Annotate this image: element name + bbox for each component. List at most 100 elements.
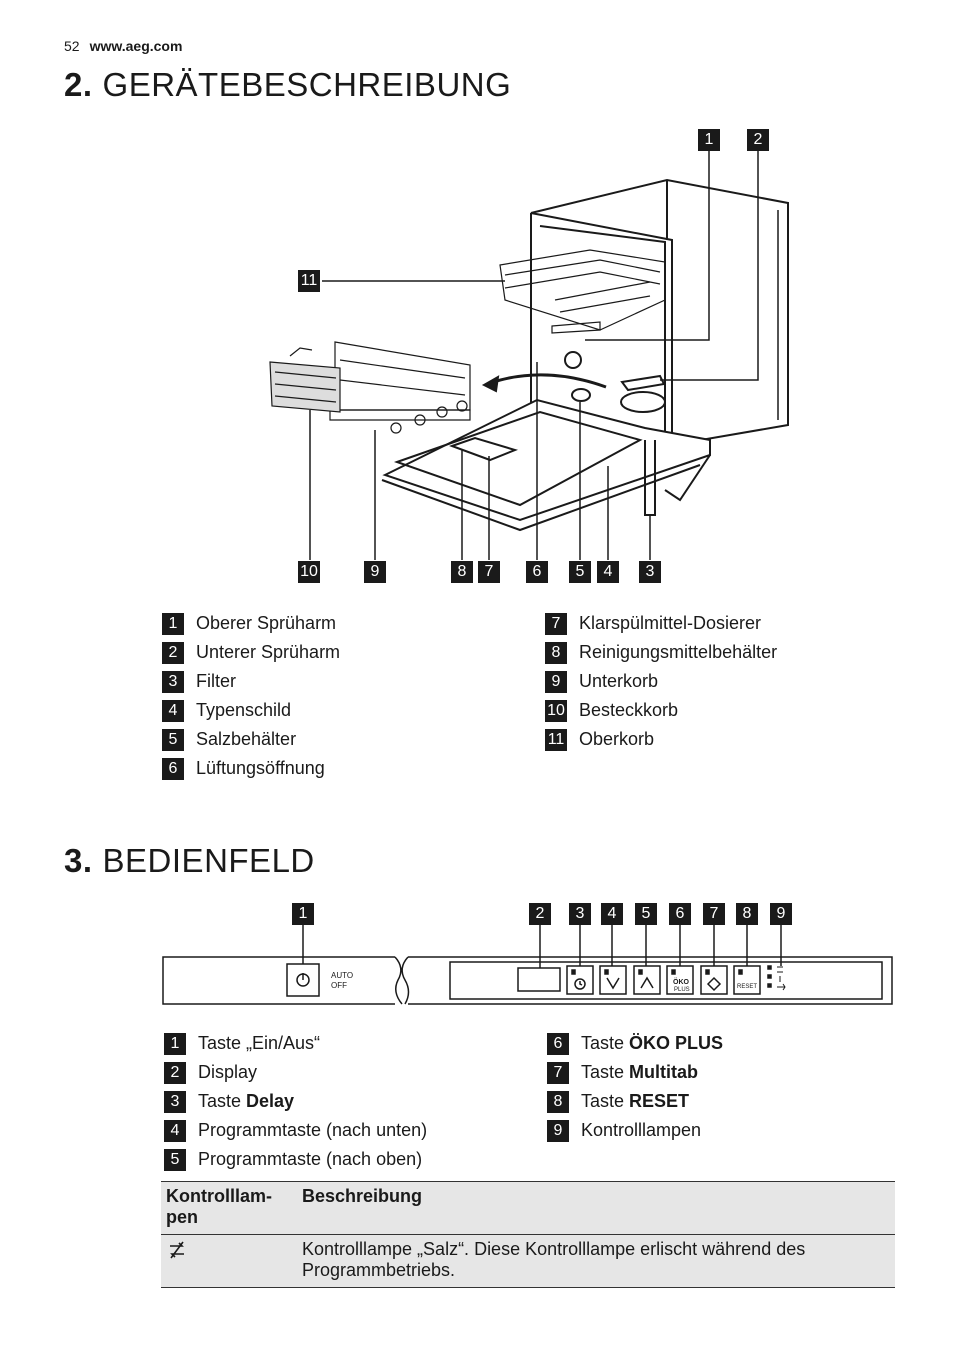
legend-label: Programmtaste (nach oben) [198, 1149, 423, 1169]
page-header: 52 www.aeg.com [64, 38, 182, 54]
legend-item: 8 Taste RESET [547, 1087, 907, 1116]
callout-3: 3 [639, 561, 661, 583]
callout-10: 10 [298, 561, 320, 583]
table-cell-icon [161, 1234, 297, 1288]
legend-item: 6 Lüftungsöffnung [162, 754, 522, 783]
legend-item: 7 Klarspülmittel-Dosierer [545, 609, 905, 638]
legend-label: Display [198, 1062, 258, 1082]
plus-label: PLUS [674, 987, 690, 993]
legend-label: Programmtaste (nach unten) [198, 1120, 428, 1140]
panel-callout-2: 2 [529, 903, 551, 925]
legend-label: Lüftungsöffnung [196, 758, 325, 778]
table-header-row: Kontrolllam- pen Beschreibung [161, 1181, 895, 1235]
legend-label: Filter [196, 671, 236, 691]
panel-callout-9: 9 [770, 903, 792, 925]
legend-number: 3 [162, 670, 184, 693]
legend-number: 2 [164, 1061, 186, 1084]
panel-callout-8: 8 [736, 903, 758, 925]
page-number: 52 [64, 38, 80, 54]
section-2-title: GERÄTEBESCHREIBUNG [102, 66, 512, 103]
legend-item: 3 Taste Delay [164, 1087, 534, 1116]
panel-callout-3: 3 [569, 903, 591, 925]
legend-label: Salzbehälter [196, 729, 297, 749]
table-header-description: Beschreibung [297, 1181, 895, 1235]
legend-number: 11 [545, 728, 567, 751]
legend-item: 5 Salzbehälter [162, 725, 522, 754]
panel-callout-1: 1 [292, 903, 314, 925]
legend-number: 9 [547, 1119, 569, 1142]
legend-number: 7 [545, 612, 567, 635]
section-2-number: 2. [64, 66, 93, 103]
legend-label: Oberer Sprüharm [196, 613, 337, 633]
auto-label: AUTO [331, 971, 353, 980]
legend-label: Kontrolllampen [581, 1120, 702, 1140]
legend-label: Taste ÖKO PLUS [581, 1033, 724, 1053]
legend-number: 1 [164, 1032, 186, 1055]
legend-number: 5 [162, 728, 184, 751]
legend-label: Taste Delay [198, 1091, 295, 1111]
legend-label: Reinigungsmittelbehälter [579, 642, 778, 662]
legend-item: 9 Kontrolllampen [547, 1116, 907, 1145]
callout-5: 5 [569, 561, 591, 583]
legend-label: Klarspülmittel-Dosierer [579, 613, 762, 633]
legend-number: 4 [162, 699, 184, 722]
callout-1: 1 [698, 129, 720, 151]
legend-label: Taste Multitab [581, 1062, 699, 1082]
legend-label: Unterkorb [579, 671, 659, 691]
section-3-heading: 3.BEDIENFELD [64, 842, 315, 880]
legend-number: 8 [547, 1090, 569, 1113]
legend-item: 3 Filter [162, 667, 522, 696]
salt-indicator-icon [170, 1241, 184, 1259]
callout-9: 9 [364, 561, 386, 583]
legend-number: 10 [545, 699, 567, 722]
callout-6: 6 [526, 561, 548, 583]
oeko-label: ÖKO [673, 977, 690, 986]
panel-callout-6: 6 [669, 903, 691, 925]
section-2-heading: 2.GERÄTEBESCHREIBUNG [64, 66, 511, 104]
legend-label: Unterer Sprüharm [196, 642, 341, 662]
dishwasher-illustration [269, 150, 789, 560]
legend-number: 8 [545, 641, 567, 664]
callout-4: 4 [597, 561, 619, 583]
callout-11: 11 [298, 270, 320, 292]
legend-label: Typenschild [196, 700, 292, 720]
legend-number: 6 [162, 757, 184, 780]
legend-label: Taste RESET [581, 1091, 690, 1111]
legend-number: 5 [164, 1148, 186, 1171]
legend-item: 10 Besteckkorb [545, 696, 905, 725]
panel-callout-5: 5 [635, 903, 657, 925]
panel-callout-7: 7 [703, 903, 725, 925]
header-url: www.aeg.com [89, 38, 183, 54]
callout-2: 2 [747, 129, 769, 151]
legend-label: Besteckkorb [579, 700, 679, 720]
reset-label: RESET [737, 984, 757, 990]
section-3-title: BEDIENFELD [102, 842, 315, 879]
control-panel-illustration: AUTO OFF ÖKO PLUS RESET [162, 925, 893, 1005]
legend-item: 9 Unterkorb [545, 667, 905, 696]
legend-number: 4 [164, 1119, 186, 1142]
legend-item: 8 Reinigungsmittelbehälter [545, 638, 905, 667]
section-3-number: 3. [64, 842, 93, 879]
legend-item: 4 Programmtaste (nach unten) [164, 1116, 534, 1145]
component-legend-right: 7 Klarspülmittel-Dosierer 8 Reinigungsmitt… [545, 609, 905, 754]
legend-item: 5 Programmtaste (nach oben) [164, 1145, 534, 1174]
indicator-table: Kontrolllam- pen Beschreibung Kontrollla… [161, 1181, 895, 1288]
legend-label: Oberkorb [579, 729, 655, 749]
callout-8: 8 [451, 561, 473, 583]
table-header-indicator: Kontrolllam- pen [161, 1181, 297, 1235]
legend-item: 2 Unterer Sprüharm [162, 638, 522, 667]
legend-number: 9 [545, 670, 567, 693]
table-row: Kontrolllampe „Salz“. Diese Kontrolllamp… [161, 1234, 895, 1288]
table-cell-description: Kontrolllampe „Salz“. Diese Kontrolllamp… [297, 1234, 895, 1288]
panel-callout-4: 4 [601, 903, 623, 925]
legend-item: 4 Typenschild [162, 696, 522, 725]
legend-number: 2 [162, 641, 184, 664]
legend-number: 3 [164, 1090, 186, 1113]
